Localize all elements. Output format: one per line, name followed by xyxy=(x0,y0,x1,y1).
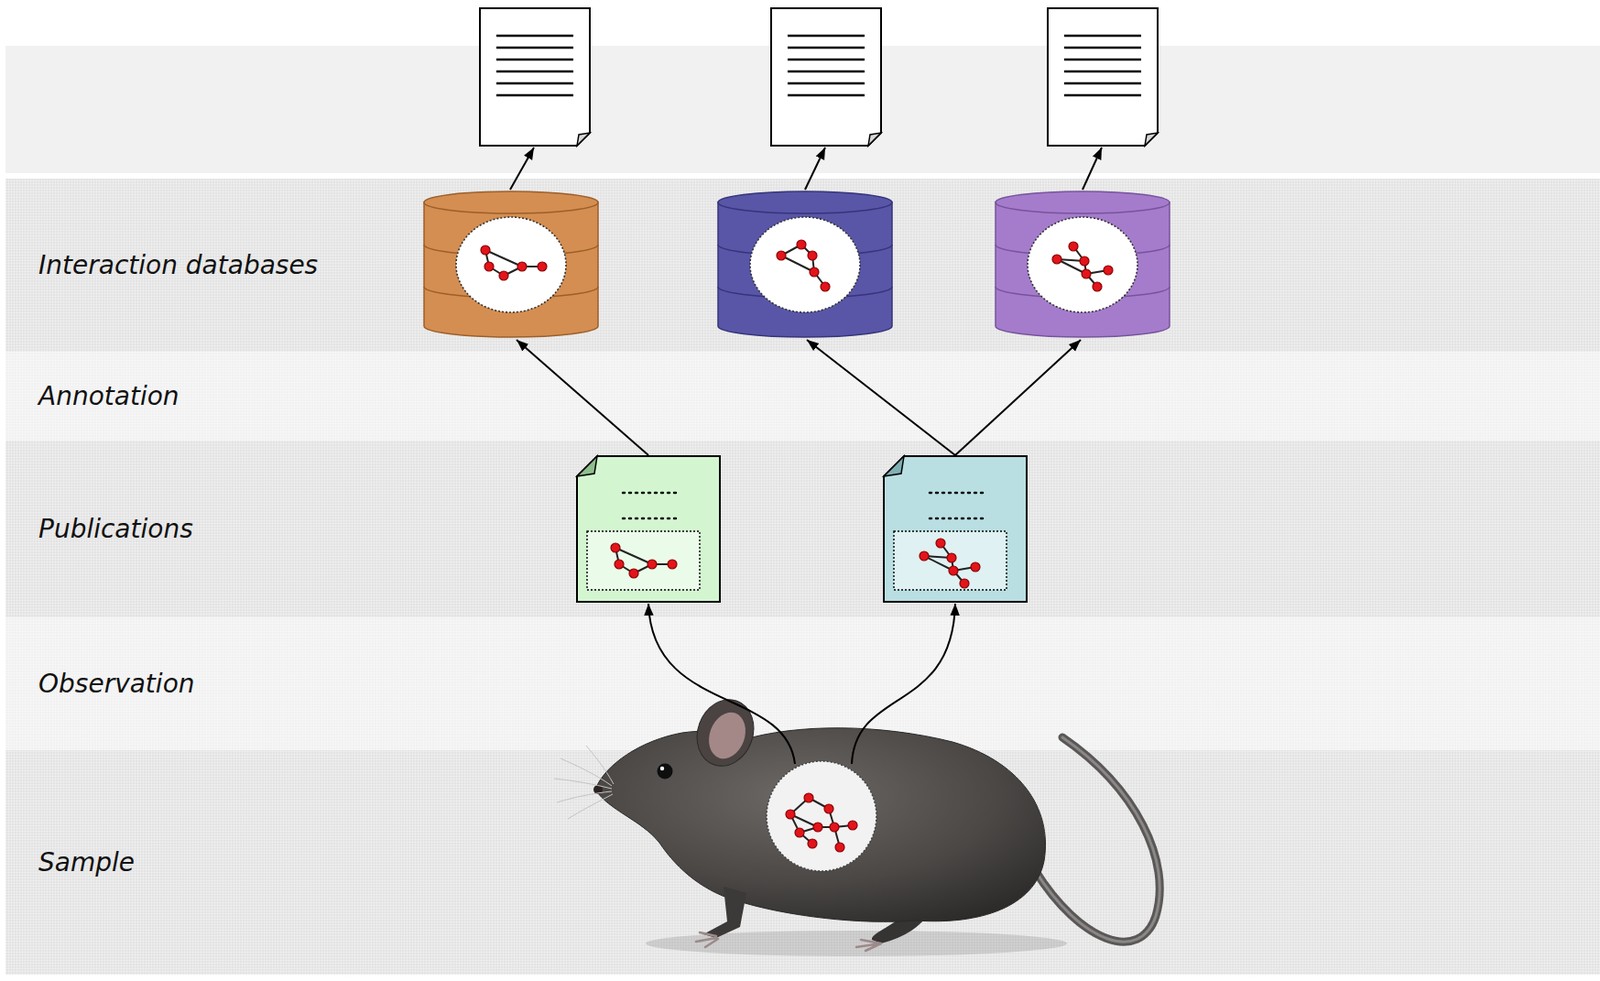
database-cylinder xyxy=(995,191,1170,338)
eye-highlight xyxy=(660,766,664,771)
mouse-illustration xyxy=(554,691,1160,957)
band-label: Publications xyxy=(38,513,194,545)
database-cylinder xyxy=(424,191,599,338)
arrow xyxy=(805,147,826,190)
figure-frame xyxy=(893,531,1007,590)
mouse-body xyxy=(595,728,1046,923)
page-fold xyxy=(883,456,904,477)
database xyxy=(995,191,1170,338)
arrow xyxy=(516,339,649,456)
band-row: Annotation xyxy=(5,351,1600,441)
mouse-eye xyxy=(657,763,674,780)
text-placeholder xyxy=(929,492,985,519)
publication xyxy=(883,456,1027,602)
band-label: Observation xyxy=(38,668,196,700)
network-icon xyxy=(1052,241,1113,292)
document-icon xyxy=(1047,8,1158,146)
arrow xyxy=(955,339,1081,456)
mouse-tail xyxy=(1034,737,1160,942)
page-fold xyxy=(576,456,598,477)
publication-sheet xyxy=(883,456,1027,602)
arrow xyxy=(510,147,534,190)
arrow xyxy=(1082,147,1102,190)
shadow xyxy=(645,930,1067,957)
network-icon xyxy=(785,793,858,852)
text-placeholder xyxy=(622,492,678,519)
figure-frame xyxy=(587,531,700,590)
network-icon xyxy=(776,239,830,292)
arrow xyxy=(648,603,795,764)
network-icon xyxy=(919,538,980,588)
network-icon xyxy=(480,245,547,281)
mouse-whiskers xyxy=(554,745,614,819)
arrow xyxy=(851,603,956,764)
band-label: Sample xyxy=(38,847,135,879)
band-row: Publications xyxy=(5,440,1600,618)
mouse-front-leg xyxy=(703,886,747,938)
mouse-ear-inner xyxy=(702,707,752,764)
mouse-tail-highlight xyxy=(1034,737,1160,942)
band-label: Annotation xyxy=(38,380,180,413)
publication xyxy=(576,456,720,602)
mouse-foot xyxy=(696,932,719,947)
database xyxy=(718,191,893,338)
database-cylinder xyxy=(718,191,893,338)
observation-arrows xyxy=(648,603,956,764)
arrow xyxy=(806,339,956,456)
database xyxy=(424,191,599,338)
mouse-ear xyxy=(687,691,763,774)
band-label: Interaction databases xyxy=(38,250,318,282)
document-icon xyxy=(771,8,882,146)
document-icon xyxy=(479,8,590,146)
arrows xyxy=(510,147,1102,456)
publication-sheet xyxy=(576,456,720,602)
network-icon xyxy=(610,543,677,578)
sample-network-circle xyxy=(766,761,877,871)
mouse-foot xyxy=(856,939,882,951)
